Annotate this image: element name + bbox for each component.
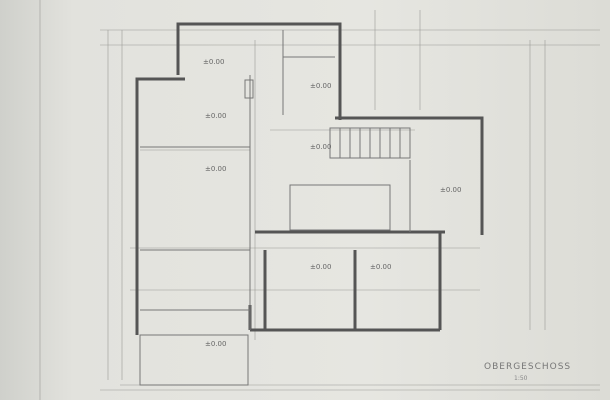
walls — [135, 22, 484, 335]
dimension-lines — [39, 0, 600, 400]
level-label: ±0.00 — [310, 82, 332, 90]
level-label: ±0.00 — [205, 340, 227, 348]
interior-lines — [139, 30, 411, 386]
level-label: ±0.00 — [310, 263, 332, 271]
level-label: ±0.00 — [205, 165, 227, 173]
level-label: ±0.00 — [440, 186, 462, 194]
level-label: ±0.00 — [310, 143, 332, 151]
level-label: ±0.00 — [370, 263, 392, 271]
level-label: ±0.00 — [203, 58, 225, 66]
plan-scale: 1:50 — [514, 375, 528, 382]
plan-title: OBERGESCHOSS — [484, 362, 572, 372]
level-label: ±0.00 — [205, 112, 227, 120]
